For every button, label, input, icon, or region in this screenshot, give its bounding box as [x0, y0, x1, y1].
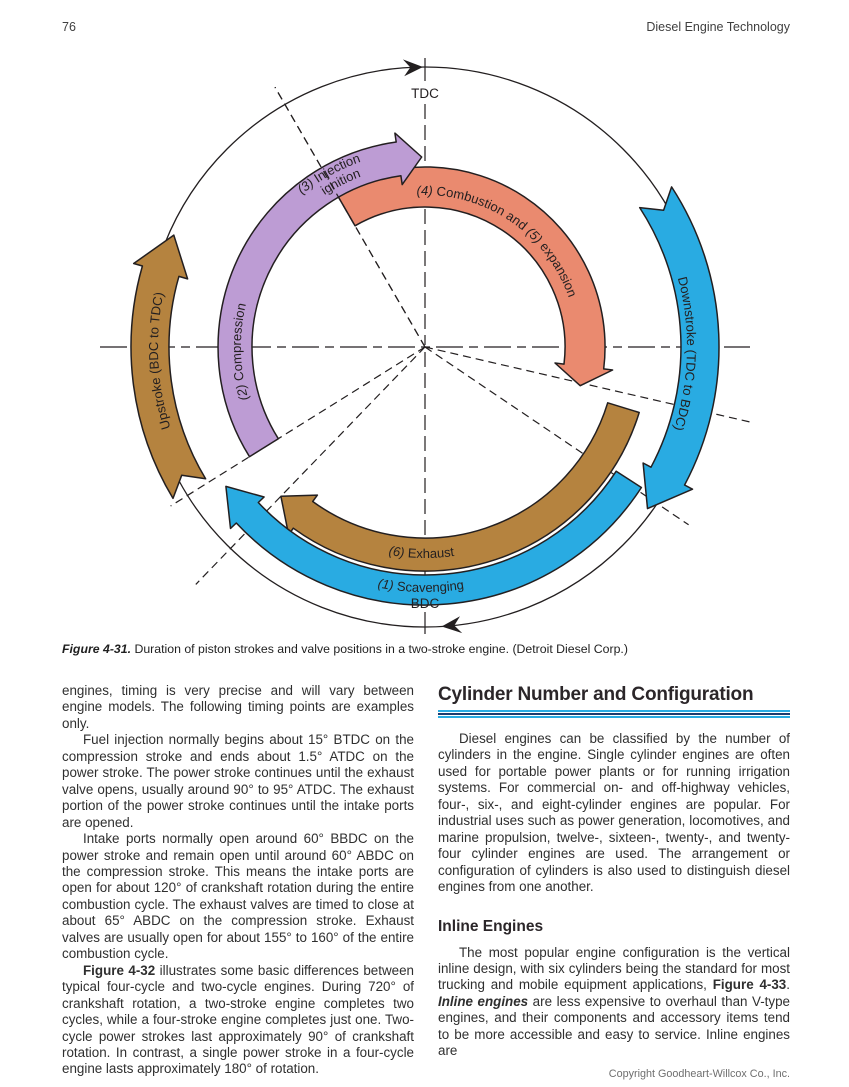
heading-rule	[438, 710, 790, 718]
rotation-arrow-top	[402, 59, 423, 77]
right-column: Cylinder Number and Configuration Diesel…	[438, 683, 790, 1078]
timing-dashed-line-4	[195, 346, 426, 585]
copyright-footer: Copyright Goodheart-Willcox Co., Inc.	[608, 1068, 790, 1080]
label-exhaust: (6) Exhaust	[388, 543, 456, 561]
body-paragraph: Figure 4-32 illustrates some basic diffe…	[62, 962, 414, 1077]
heading-rule-line	[438, 713, 790, 715]
label-bdc: BDC	[411, 596, 440, 611]
subsection-heading: Inline Engines	[438, 917, 544, 935]
rotation-arrow-bottom	[441, 616, 463, 634]
section-heading: Cylinder Number and Configuration	[438, 684, 754, 705]
page-header: 76 Diesel Engine Technology	[62, 20, 790, 34]
two-stroke-cycle-diagram: Upstroke (BDC to TDC)Downstroke (TDC to …	[100, 58, 750, 634]
body-paragraph: The most popular engine configuration is…	[438, 944, 790, 1059]
running-head: Diesel Engine Technology	[646, 20, 790, 34]
label-scavenging: (1) Scavenging	[377, 576, 465, 595]
downstroke-arrow	[638, 186, 720, 510]
body-paragraph: engines, timing is very precise and will…	[62, 683, 414, 731]
combustion-expansion-arrow	[334, 166, 614, 387]
compression-injection-arrow	[217, 132, 423, 458]
label-tdc: TDC	[411, 86, 439, 101]
scavenging-arrow	[225, 470, 643, 606]
label-compression: (2) Compression	[229, 301, 251, 402]
body-paragraph: Fuel injection normally begins about 15°…	[62, 732, 414, 830]
heading-rule-line	[438, 710, 790, 712]
body-paragraph: Intake ports normally open around 60° BB…	[62, 831, 414, 962]
text-columns: engines, timing is very precise and will…	[62, 683, 790, 1078]
figure-caption: Figure 4-31. Duration of piston strokes …	[62, 642, 628, 656]
left-column: engines, timing is very precise and will…	[62, 683, 414, 1078]
timing-dashed-line-5	[170, 346, 426, 507]
injection-timing-line-overlay	[274, 86, 426, 348]
heading-rule-line	[438, 716, 790, 718]
page-number: 76	[62, 20, 76, 34]
body-paragraph: Diesel engines can be classified by the …	[438, 731, 790, 895]
upstroke-arrow	[130, 234, 207, 500]
timing-dashed-line-3	[424, 346, 689, 526]
